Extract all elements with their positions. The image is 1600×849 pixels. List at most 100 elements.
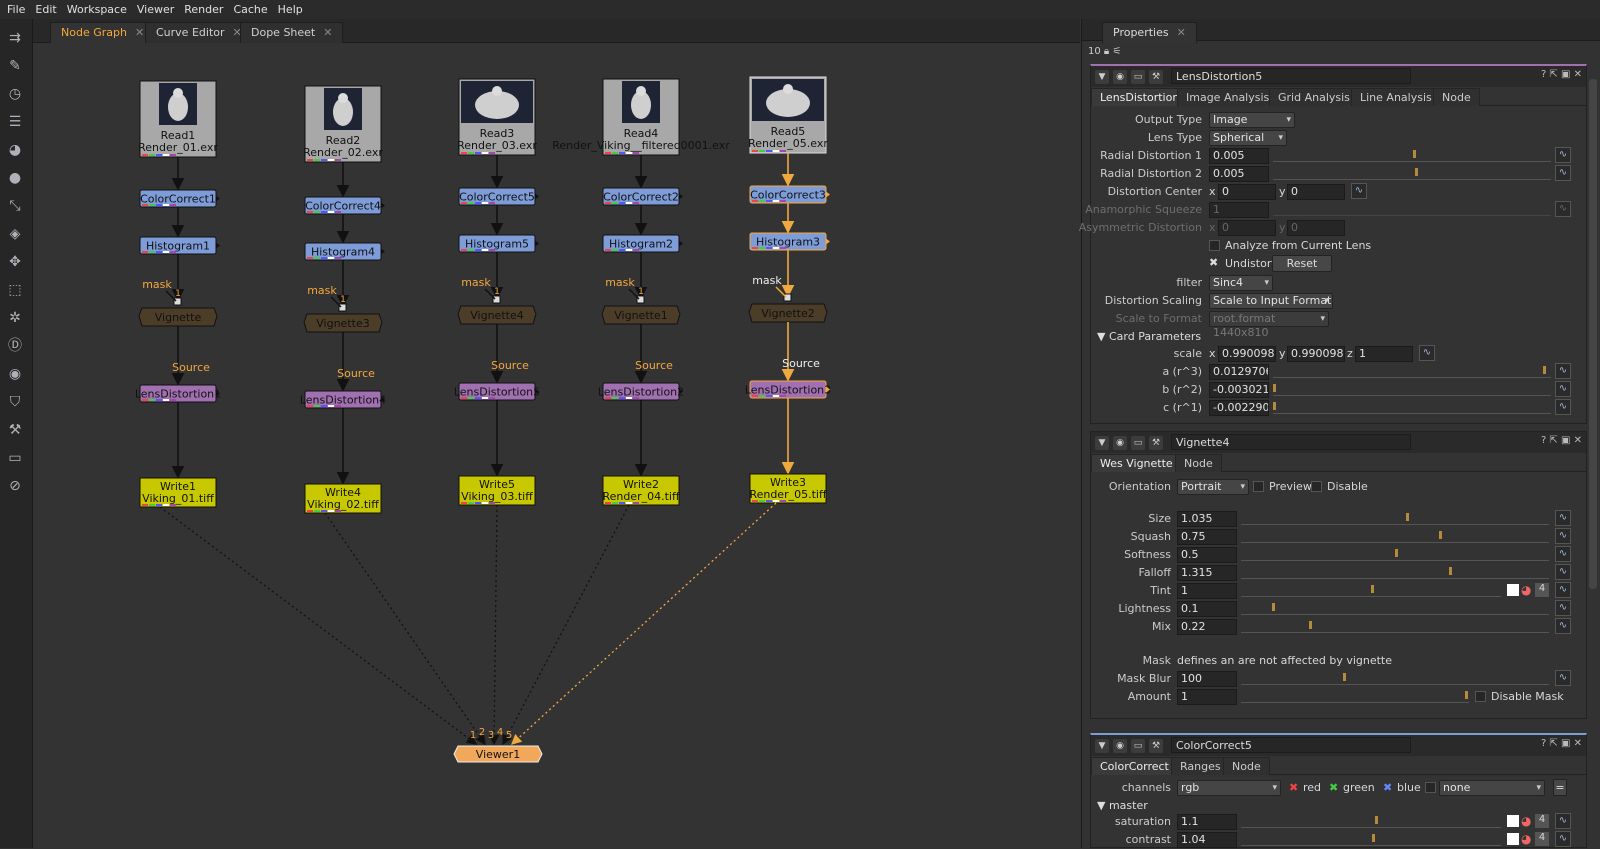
scale-y-input[interactable]: 0.99009889 <box>1287 346 1345 362</box>
expand-icon[interactable]: ▼ <box>1097 799 1106 812</box>
mask-input-dot[interactable] <box>783 293 792 302</box>
a-input[interactable]: 0.01297068 <box>1209 364 1269 380</box>
animation-icon[interactable]: ∿ <box>1555 510 1571 526</box>
rd2-input[interactable]: 0.005 <box>1209 166 1269 182</box>
lightness-slider[interactable] <box>1241 603 1549 615</box>
master-section[interactable]: ▼ master <box>1097 799 1148 812</box>
collapse-icon[interactable]: ▼ <box>1095 435 1109 450</box>
vignette-body[interactable] <box>601 305 681 325</box>
image-tools-icon[interactable]: ⇉ <box>9 30 21 46</box>
color-swatch[interactable] <box>1507 833 1519 845</box>
other-icon[interactable]: ⚒ <box>8 422 22 438</box>
rd1-slider[interactable] <box>1273 150 1551 162</box>
close-icon[interactable]: ✕ <box>1176 26 1186 39</box>
tab-node[interactable]: Node <box>1433 88 1480 106</box>
animation-icon[interactable]: ∿ <box>1555 528 1571 544</box>
color-wheel-icon[interactable]: ◕ <box>1521 583 1532 597</box>
color-swatch[interactable] <box>1507 815 1519 827</box>
alpha-checkbox[interactable] <box>1425 782 1436 793</box>
mask-input-dot[interactable] <box>636 295 645 304</box>
help-tools-icon[interactable]: ⚒ <box>1149 69 1163 84</box>
animation-icon[interactable]: ∿ <box>1555 582 1571 598</box>
rd1-input[interactable]: 0.005 <box>1209 148 1269 164</box>
particles-icon[interactable]: ✲ <box>9 310 21 326</box>
tab-properties[interactable]: Properties✕ <box>1102 22 1197 43</box>
vignette-node[interactable]: Vignette3 <box>303 313 383 333</box>
animation-icon[interactable]: ∿ <box>1351 183 1367 199</box>
colorcorrect-node[interactable]: ColorCorrect2 <box>602 187 683 206</box>
vignette-body[interactable] <box>303 313 383 333</box>
colorcorrect-node[interactable]: ColorCorrect4 <box>304 196 385 215</box>
tab-wes-vignette[interactable]: Wes Vignette <box>1091 454 1182 472</box>
transform-icon[interactable]: ✥ <box>9 254 21 270</box>
tab-node[interactable]: Node <box>1223 757 1270 775</box>
equals-button[interactable]: = <box>1553 779 1567 796</box>
slider-handle[interactable] <box>1465 691 1468 699</box>
menu-help[interactable]: Help <box>277 3 303 16</box>
anamorphic-input[interactable]: 1 <box>1209 202 1269 218</box>
c-slider[interactable] <box>1273 402 1551 414</box>
falloff-slider[interactable] <box>1241 567 1549 579</box>
channel-count[interactable]: 4 <box>1535 832 1549 846</box>
asym-y-input[interactable]: 0 <box>1287 220 1345 236</box>
scale-z-input[interactable]: 1 <box>1355 346 1413 362</box>
vignette-body[interactable] <box>138 307 218 327</box>
mask-input-dot[interactable] <box>492 295 501 304</box>
tab-line-analysis[interactable]: Line Analysis <box>1351 88 1441 106</box>
colorcorrect-node[interactable]: ColorCorrect1 <box>139 189 220 208</box>
color-swatch[interactable] <box>1507 584 1519 596</box>
contrast-input[interactable]: 1.04 <box>1177 832 1237 848</box>
filter-dropdown[interactable]: Sinc4 <box>1209 275 1273 291</box>
metadata-icon[interactable]: ⛉ <box>9 394 21 410</box>
center-x-input[interactable]: 0 <box>1218 184 1276 200</box>
filter-icon[interactable]: ● <box>8 170 22 186</box>
center-node-icon[interactable]: ◉ <box>1113 69 1127 84</box>
slider-handle[interactable] <box>1413 150 1416 158</box>
lens-type-dropdown[interactable]: Spherical <box>1209 130 1287 146</box>
collapse-icon[interactable]: ▼ <box>1095 69 1109 84</box>
tab-node-graph[interactable]: Node Graph✕ <box>50 22 156 43</box>
close-icon[interactable]: ✕ <box>232 26 242 39</box>
vignette-node[interactable]: Vignette2 <box>748 303 828 323</box>
lensdistortion-node[interactable]: LensDistortion4 <box>300 390 386 409</box>
histogram-node[interactable]: Histogram2 <box>602 234 683 253</box>
animation-icon[interactable]: ∿ <box>1555 670 1571 686</box>
properties-scrollbar[interactable] <box>1589 79 1597 589</box>
tab-ranges[interactable]: Ranges <box>1171 757 1230 775</box>
histogram-node[interactable]: Histogram5 <box>458 234 539 253</box>
green-check-icon[interactable]: ✖ <box>1329 781 1339 794</box>
menu-render[interactable]: Render <box>184 3 224 16</box>
viewer-body[interactable] <box>453 745 543 763</box>
float-icon[interactable]: ▭ <box>1131 69 1145 84</box>
animation-icon[interactable]: ∿ <box>1555 147 1571 163</box>
size-slider[interactable] <box>1241 513 1549 525</box>
slider-handle[interactable] <box>1439 531 1442 539</box>
mask-blur-input[interactable]: 100 <box>1177 671 1237 687</box>
center-node-icon[interactable]: ◉ <box>1113 738 1127 753</box>
tab-node[interactable]: Node <box>1175 454 1222 472</box>
merge-icon[interactable]: ◈ <box>9 226 21 242</box>
tab-dope-sheet[interactable]: Dope Sheet✕ <box>240 22 344 43</box>
disable-mask-checkbox[interactable] <box>1475 691 1486 702</box>
write-body[interactable] <box>139 477 217 508</box>
scale-to-dropdown[interactable]: root.format 1440x810 <box>1209 311 1329 339</box>
help-tools-icon[interactable]: ⚒ <box>1149 435 1163 450</box>
amount-slider[interactable] <box>1241 691 1469 703</box>
animation-icon[interactable]: ∿ <box>1555 399 1571 415</box>
collapse-icon[interactable]: ▼ <box>1095 738 1109 753</box>
colorcorrect-node[interactable]: ColorCorrect5 <box>458 187 539 206</box>
histogram-node[interactable]: Histogram4 <box>304 242 385 261</box>
time-icon[interactable]: ◷ <box>8 86 22 102</box>
vignette-body[interactable] <box>457 305 537 325</box>
contrast-slider[interactable] <box>1241 834 1501 846</box>
amount-input[interactable]: 1 <box>1177 689 1237 705</box>
menu-cache[interactable]: Cache <box>233 3 268 16</box>
falloff-input[interactable]: 1.315 <box>1177 565 1237 581</box>
card-parameters-section[interactable]: ▼ Card Parameters <box>1097 330 1201 343</box>
write-body[interactable] <box>304 483 382 514</box>
